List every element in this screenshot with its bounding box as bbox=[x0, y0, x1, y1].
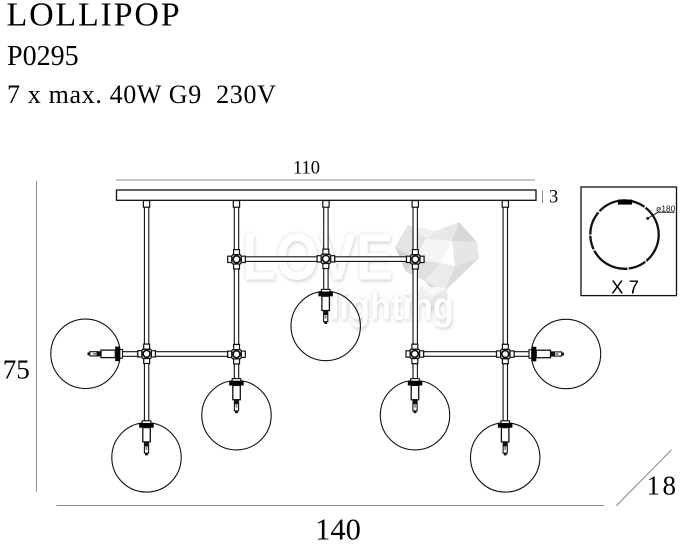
svg-text:110: 110 bbox=[293, 159, 320, 179]
svg-text:lighting: lighting bbox=[330, 284, 454, 328]
svg-text:18: 18 bbox=[647, 471, 679, 501]
svg-text:ø180: ø180 bbox=[656, 203, 676, 213]
svg-text:lighting: lighting bbox=[331, 286, 455, 330]
svg-text:140: 140 bbox=[315, 513, 361, 547]
svg-text:LOLLIPOP: LOLLIPOP bbox=[7, 0, 182, 33]
svg-text:7 x max. 40W G9 230V: 7 x max. 40W G9 230V bbox=[7, 80, 277, 109]
svg-text:3: 3 bbox=[549, 188, 558, 208]
svg-text:lighting: lighting bbox=[329, 283, 453, 327]
svg-text:P0295: P0295 bbox=[7, 41, 79, 72]
svg-text:X 7: X 7 bbox=[611, 277, 639, 298]
svg-text:75: 75 bbox=[3, 355, 30, 385]
